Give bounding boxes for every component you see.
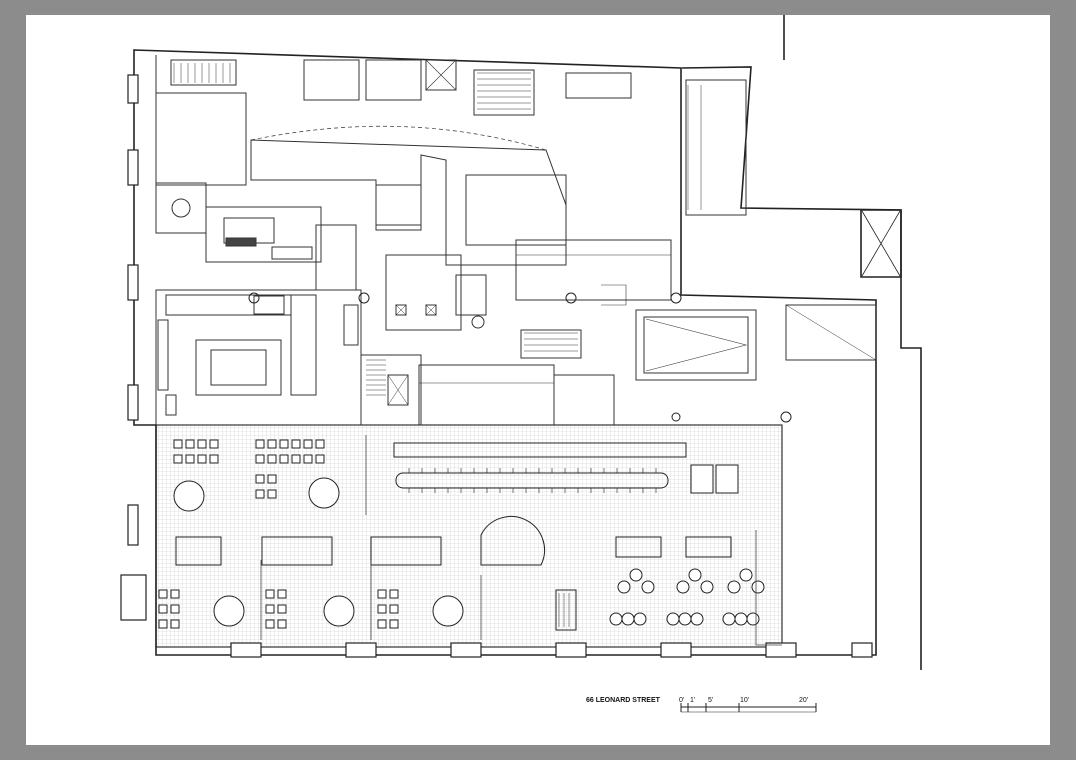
structural-columns [248,292,792,423]
street-name-label: 66 LEONARD STREET [586,697,660,704]
scale-bar [680,703,817,713]
scale-label-5: 5' [708,697,714,704]
scale-label-10: 10' [740,697,750,704]
scale-label-20: 20' [799,697,809,704]
floor-plan [120,15,922,713]
bar-and-communal-table [393,442,687,631]
scale-label-1: 1' [690,697,696,704]
building-outline [133,15,922,670]
facade-piers [120,74,873,658]
dining-partitions [260,435,782,646]
square-tables [158,439,739,629]
back-of-house [155,55,877,426]
round-tables [173,477,765,627]
scale-label-0: 0' [679,697,685,704]
drawing-sheet: 66 LEONARD STREET 0' 1' 5' 10' 20' [26,15,1050,745]
banquettes [175,536,732,566]
